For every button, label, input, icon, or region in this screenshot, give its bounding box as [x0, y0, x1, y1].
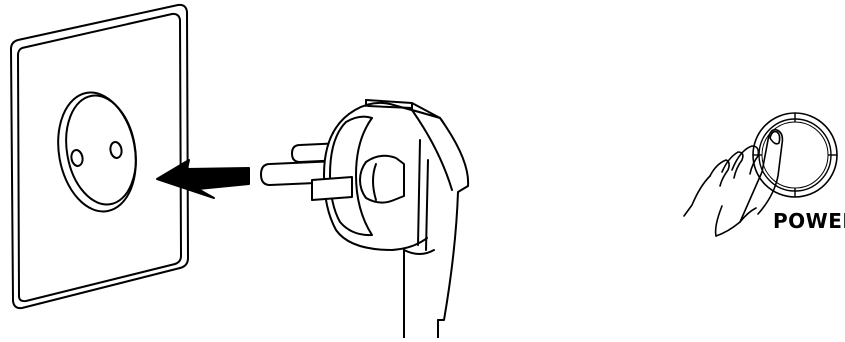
wall-socket-icon: [11, 5, 188, 308]
hand-icon: [684, 130, 782, 236]
power-plug-icon: [261, 100, 468, 338]
power-label: POWER: [773, 209, 845, 233]
